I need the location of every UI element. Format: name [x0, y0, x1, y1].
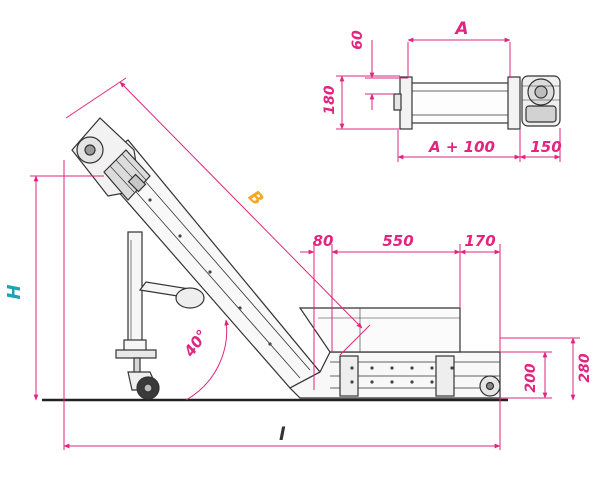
- dim-a-label: A: [453, 19, 468, 39]
- dimension-lines: [30, 37, 580, 450]
- dim-170-label: 170: [464, 232, 495, 250]
- dim-b-label: B: [244, 187, 267, 210]
- dim-200-label: 200: [523, 363, 539, 392]
- dim-angle-label: 40°: [180, 326, 212, 360]
- dim-550-label: 550: [382, 232, 413, 250]
- end-view-roller: [409, 82, 511, 124]
- dim-280-label: 280: [577, 353, 593, 382]
- end-view-left-flange: [399, 76, 413, 130]
- end-view: [393, 75, 561, 130]
- dim-60-label: 60: [350, 30, 366, 50]
- end-view-motor: [521, 75, 561, 127]
- dim-180-label: 180: [322, 85, 338, 114]
- dim-a-plus-100-label: A + 100: [428, 138, 495, 156]
- horizontal-section: [289, 351, 501, 399]
- infeed-hopper: [298, 307, 461, 353]
- dim-80-label: 80: [313, 232, 334, 250]
- caster-wheel: [115, 349, 160, 400]
- end-view-right-flange: [507, 76, 521, 130]
- dim-h-label: H: [4, 284, 25, 299]
- dim-150-label: 150: [530, 138, 561, 156]
- dim-l-label: l: [279, 424, 286, 445]
